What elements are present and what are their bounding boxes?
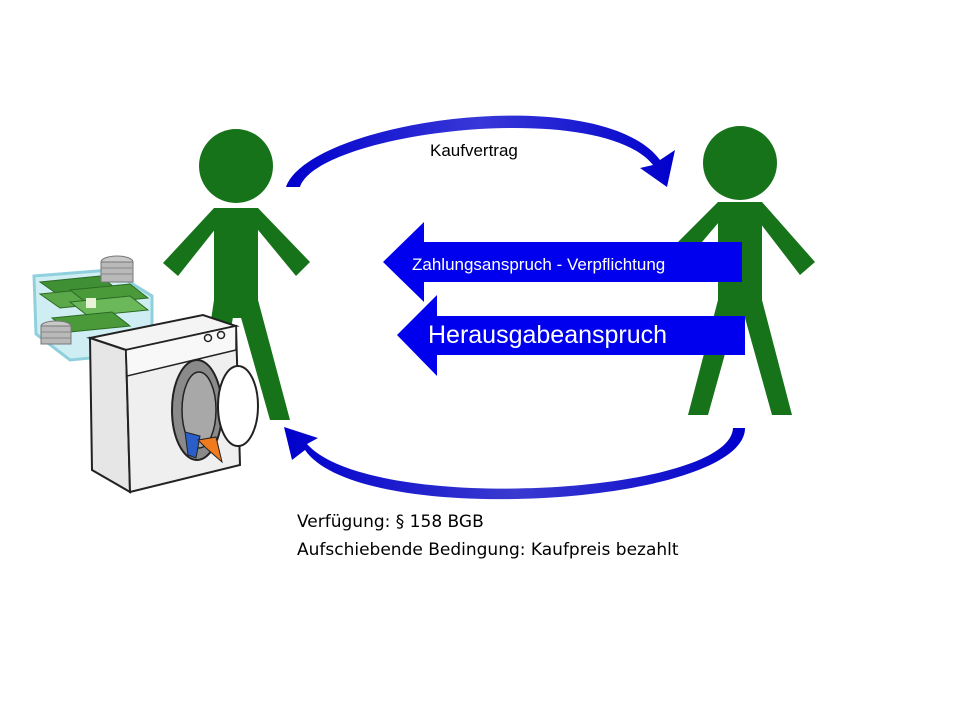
surrender-claim-label: Herausgabeanspruch <box>428 321 668 349</box>
payment-claim-arrow <box>383 222 742 302</box>
washing-machine-icon <box>86 313 259 494</box>
seller-person-icon <box>670 126 815 415</box>
surrender-claim-arrow <box>397 295 745 376</box>
payment-claim-label: Zahlungsanspruch - Verpflichtung <box>412 255 666 274</box>
condition-note: Aufschiebende Bedingung: Kaufpreis bezah… <box>297 540 679 560</box>
disposition-note: Verfügung: § 158 BGB <box>297 512 484 532</box>
buyer-person-icon <box>163 129 310 420</box>
contract-arc-arrow <box>286 115 675 187</box>
legal-notes: Verfügung: § 158 BGB Aufschiebende Bedin… <box>297 508 679 564</box>
contract-label: Kaufvertrag <box>430 141 518 160</box>
transfer-arc-arrow <box>284 427 745 500</box>
